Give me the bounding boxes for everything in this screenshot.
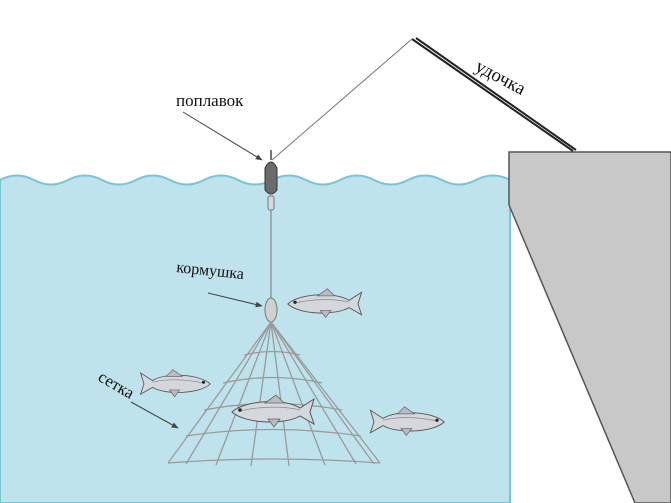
riverbank bbox=[508, 151, 671, 503]
net bbox=[167, 321, 381, 467]
float-icon bbox=[264, 150, 278, 211]
float-label-arrow bbox=[182, 111, 263, 161]
feeder-icon bbox=[264, 297, 278, 323]
water bbox=[0, 174, 511, 503]
float-label: поплавок bbox=[176, 91, 244, 110]
feeder-label: кормушка bbox=[176, 259, 245, 283]
fishing-line bbox=[271, 38, 413, 161]
net-label-arrow bbox=[130, 401, 179, 429]
feeder-label-arrow bbox=[207, 292, 263, 308]
rod-label: удочка bbox=[472, 56, 530, 100]
fishing-rod bbox=[411, 37, 577, 152]
